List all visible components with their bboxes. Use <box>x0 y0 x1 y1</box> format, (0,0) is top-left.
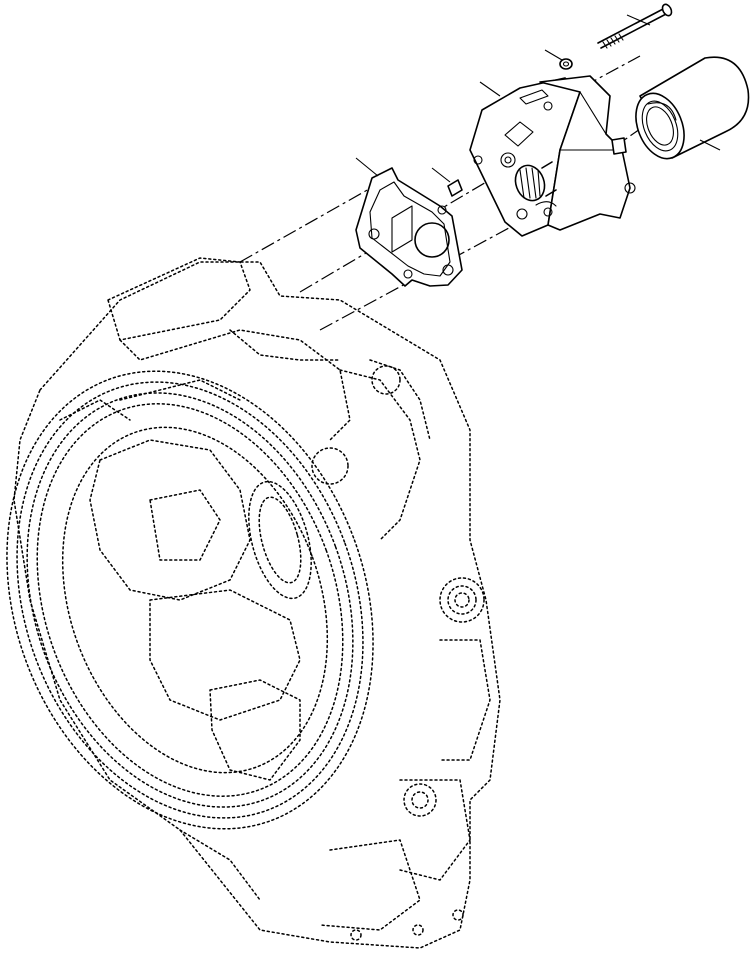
bolt-callout-leader <box>626 14 651 26</box>
bolt <box>597 3 673 49</box>
o-ring <box>431 167 463 197</box>
pump-filter-body <box>469 75 636 237</box>
oil-filter-cartridge <box>635 56 750 160</box>
washer <box>544 49 573 70</box>
gasket <box>355 157 463 287</box>
transmission-housing <box>6 257 501 949</box>
